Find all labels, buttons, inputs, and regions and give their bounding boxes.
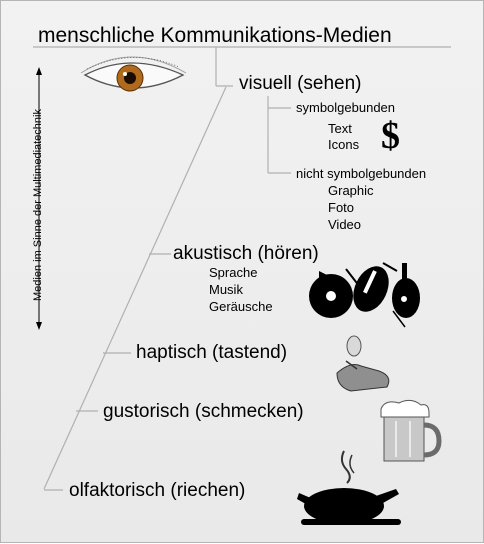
visual-nicht-symbolgebunden-label: nicht symbolgebunden bbox=[296, 166, 427, 181]
side-arrow-head-bottom bbox=[36, 322, 42, 330]
side-arrow-head-top bbox=[36, 67, 42, 75]
acoustic-item-geraeusche: Geräusche bbox=[209, 299, 273, 314]
category-visuell: visuell (sehen) bbox=[239, 73, 362, 94]
category-olfaktorisch: olfaktorisch (riechen) bbox=[69, 480, 246, 501]
dollar-sign-icon: $ bbox=[381, 115, 400, 157]
acoustic-item-musik: Musik bbox=[209, 282, 243, 297]
visual-symbolgebunden-label: symbolgebunden bbox=[296, 100, 396, 115]
hand-icon bbox=[336, 335, 390, 392]
side-label: Medien im Sinne der Multimediatechnik bbox=[32, 109, 44, 301]
visual-item-foto: Foto bbox=[328, 200, 355, 215]
visual-item-icons: Icons bbox=[328, 137, 360, 152]
eye-icon bbox=[80, 56, 187, 92]
roast-chicken-icon bbox=[297, 450, 401, 525]
category-akustisch: akustisch (hören) bbox=[173, 243, 319, 264]
music-instruments-icon bbox=[309, 262, 420, 328]
beer-mug-icon bbox=[380, 399, 442, 462]
visual-item-video: Video bbox=[328, 217, 362, 232]
diagram-title: menschliche Kommunikations-Medien bbox=[38, 24, 392, 47]
visual-item-graphic: Graphic bbox=[328, 183, 374, 198]
visual-item-text: Text bbox=[328, 121, 352, 136]
category-haptisch: haptisch (tastend) bbox=[136, 342, 288, 363]
acoustic-item-sprache: Sprache bbox=[209, 265, 258, 280]
backbone-diagonal bbox=[43, 86, 227, 490]
category-gustorisch: gustorisch (schmecken) bbox=[103, 401, 304, 422]
